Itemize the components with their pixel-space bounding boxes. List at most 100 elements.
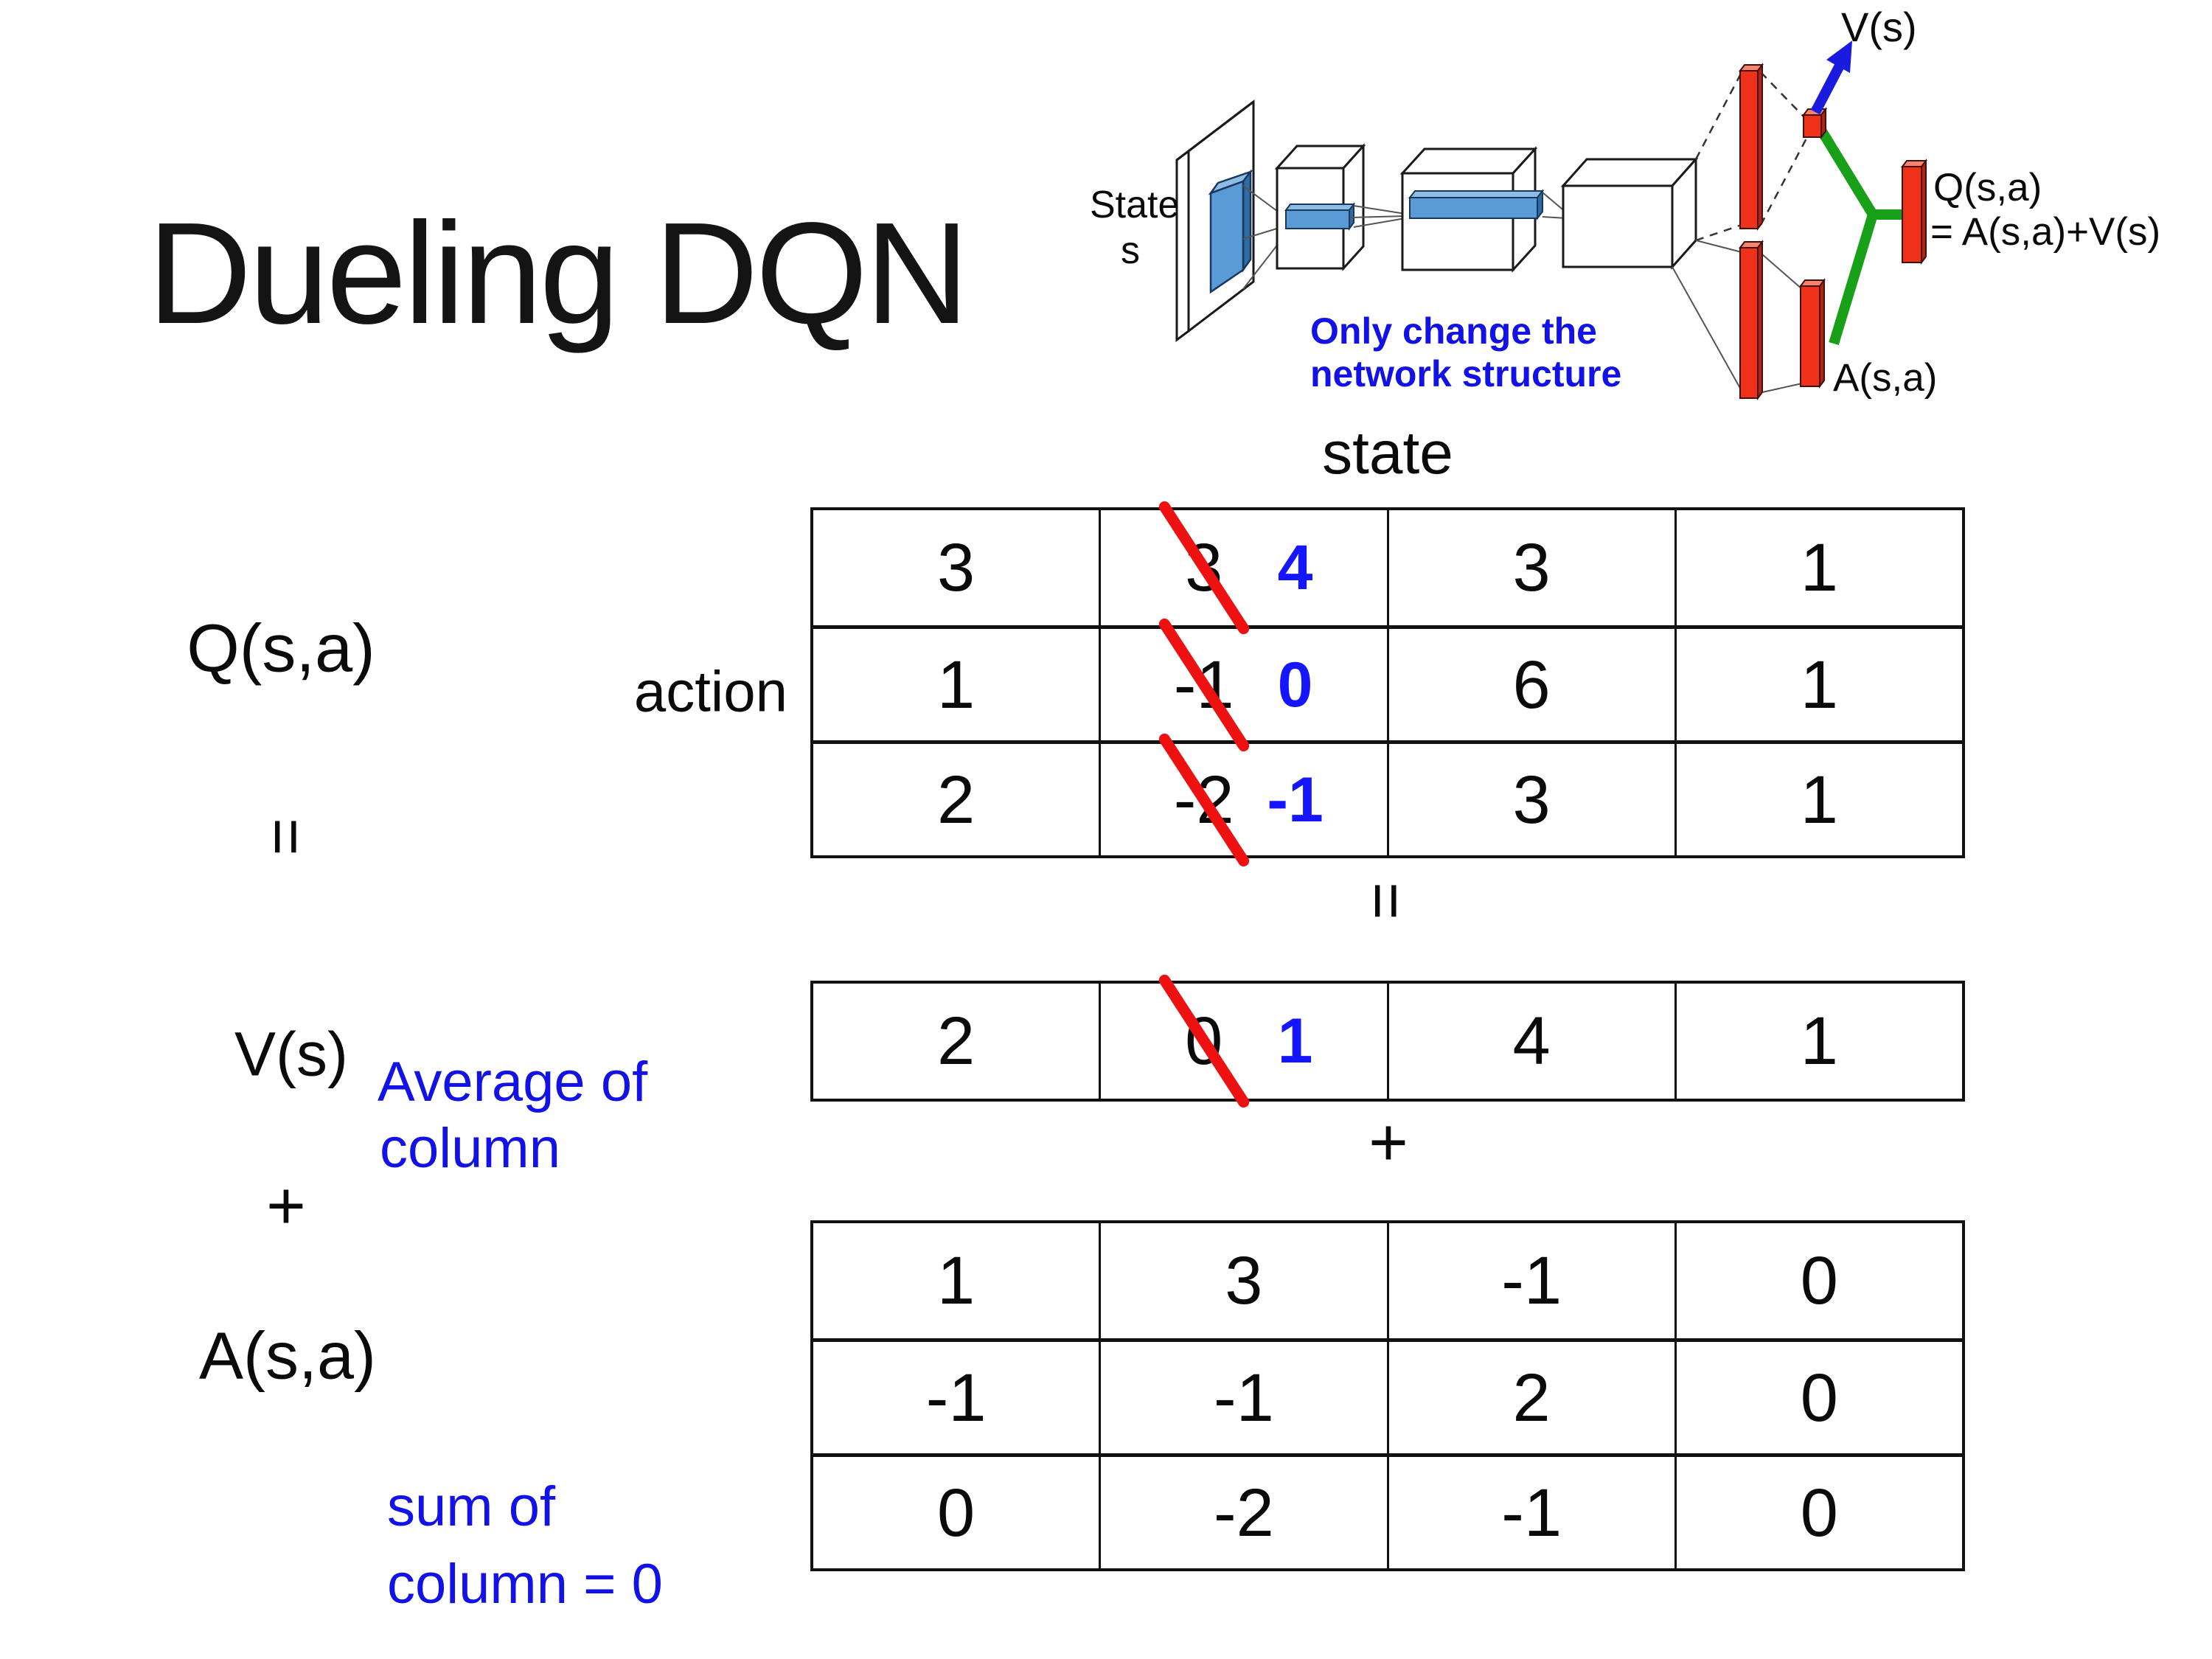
table-cell: 1 [1674, 629, 1962, 740]
diagram-state-label: State [1090, 184, 1179, 226]
average-note-line1: Average of [378, 1051, 648, 1113]
cell-value: 2 [937, 1004, 975, 1079]
a-vector-bar [1799, 278, 1826, 389]
input-patch-icon [1208, 169, 1253, 294]
plus-sign-left: + [266, 1168, 306, 1244]
equals-sign-mid: = [1350, 882, 1423, 920]
table-cell: 0 [1674, 1457, 1962, 1568]
cell-value: 2 [937, 762, 975, 838]
cell-value: 2 [1512, 1360, 1551, 1436]
dashed-connector [1694, 72, 1809, 242]
equals-sign-left: = [250, 818, 323, 856]
replacement-value: 0 [1277, 649, 1313, 720]
cell-value: 1 [1800, 647, 1838, 723]
conv-box-icon [1399, 146, 1538, 273]
cell-value: 0 [937, 1475, 975, 1551]
action-axis-label: action [633, 658, 787, 724]
diagram-v-label: V(s) [1841, 4, 1917, 50]
table-cell: 0 [1674, 1342, 1962, 1453]
v-arrow-icon [1810, 41, 1852, 115]
table-cell: 1 [813, 629, 1099, 740]
state-axis-label: state [1322, 420, 1453, 487]
v-scalar-box [1802, 107, 1827, 139]
diagram-note-line2: network structure [1310, 353, 1621, 394]
diagram-q-formula: = A(s,a)+V(s) [1930, 210, 2160, 254]
table-cell: -10 [1099, 616, 1386, 754]
cell-value: 1 [1800, 1004, 1838, 1079]
table-cell: 2 [1386, 1342, 1674, 1453]
cell-value: 0 [1800, 1360, 1838, 1436]
table-cell: -1 [1386, 1223, 1674, 1338]
feature-bar-icon [1408, 189, 1545, 220]
cell-value: 0 [1800, 1475, 1838, 1551]
v-table: 20141 [810, 973, 1965, 1110]
plus-sign-mid: + [1368, 1105, 1408, 1180]
cell-value: 0 [1800, 1243, 1838, 1318]
table-cell: 1 [813, 1223, 1099, 1338]
table-cell: 34 [1099, 499, 1386, 636]
flatten-box-icon [1560, 156, 1699, 270]
table-cell: 2 [813, 984, 1099, 1099]
cell-value: 1 [937, 647, 975, 723]
table-row: -1 -1 2 0 [813, 1338, 1962, 1453]
cell-value: 3 [1225, 1243, 1263, 1318]
strikethrough-line [1156, 499, 1251, 636]
strikethrough-line [1156, 973, 1251, 1110]
cell-value: -1 [1213, 1360, 1274, 1436]
table-cell: -2 [1099, 1457, 1386, 1568]
v-stream-bar [1739, 63, 1764, 231]
cell-value: -2 [1213, 1475, 1274, 1551]
q-output-bar [1901, 159, 1927, 265]
cell-value: 1 [1800, 530, 1838, 605]
cell-value: 3 [937, 530, 975, 605]
table-cell: 1 [1674, 510, 1962, 625]
table-cell: 0 [1674, 1223, 1962, 1338]
table-row: 20141 [813, 973, 1962, 1110]
table-cell: -1 [813, 1342, 1099, 1453]
table-cell: 3 [1099, 1223, 1386, 1338]
q-term-label: Q(s,a) [187, 611, 375, 686]
green-connector [1818, 128, 1904, 346]
table-row: 2 -2-1 3 1 [813, 731, 1962, 869]
conv-lines-icon [1350, 205, 1406, 228]
cell-value: -1 [925, 1360, 987, 1436]
replacement-value: -1 [1267, 764, 1324, 835]
diagram-q-label: Q(s,a) [1933, 166, 2042, 209]
table-cell: -2-1 [1099, 731, 1386, 869]
diagram-state-sub: s [1121, 229, 1140, 272]
sum-note-line2: column = 0 [387, 1553, 663, 1615]
table-row: 1 -10 6 1 [813, 616, 1962, 754]
table-cell: 3 [1386, 744, 1674, 855]
average-note-line2: column [380, 1117, 560, 1180]
cell-value: 6 [1512, 647, 1551, 723]
table-row: 1 3 -1 0 [813, 1223, 1962, 1338]
sum-note-line1: sum of [387, 1475, 556, 1538]
cell-value: 3 [1512, 530, 1551, 605]
table-cell: 3 [1386, 510, 1674, 625]
table-cell: -1 [1386, 1457, 1674, 1568]
table-row: 3 34 3 1 [813, 499, 1962, 636]
strikethrough-line [1156, 731, 1251, 869]
cell-value: -1 [1501, 1475, 1562, 1551]
replacement-value: 4 [1277, 532, 1313, 603]
table-row: 0 -2 -1 0 [813, 1453, 1962, 1568]
strikethrough-line [1156, 616, 1251, 754]
a-stream-bar [1739, 240, 1764, 400]
a-term-label: A(s,a) [198, 1319, 377, 1394]
v-term-label: V(s) [234, 1019, 348, 1089]
table-cell: 0 [813, 1457, 1099, 1568]
table-cell: 1 [1674, 744, 1962, 855]
cell-value: 1 [1800, 762, 1838, 838]
network-diagram: State s V(s) Q(s,a) = A(s,a)+V(s) A(s,a)… [1090, 4, 2160, 400]
table-cell: 6 [1386, 629, 1674, 740]
cell-value: 3 [1512, 762, 1551, 838]
table-cell: 3 [813, 510, 1099, 625]
table-cell: 1 [1674, 984, 1962, 1099]
replacement-value: 1 [1277, 1006, 1313, 1077]
page-title: Dueling DQN [147, 192, 970, 354]
diagram-note-line1: Only change the [1310, 310, 1597, 352]
cell-value: 4 [1512, 1004, 1551, 1079]
a-table: 1 3 -1 0 -1 -1 2 0 0 -2 -1 0 [810, 1220, 1965, 1571]
